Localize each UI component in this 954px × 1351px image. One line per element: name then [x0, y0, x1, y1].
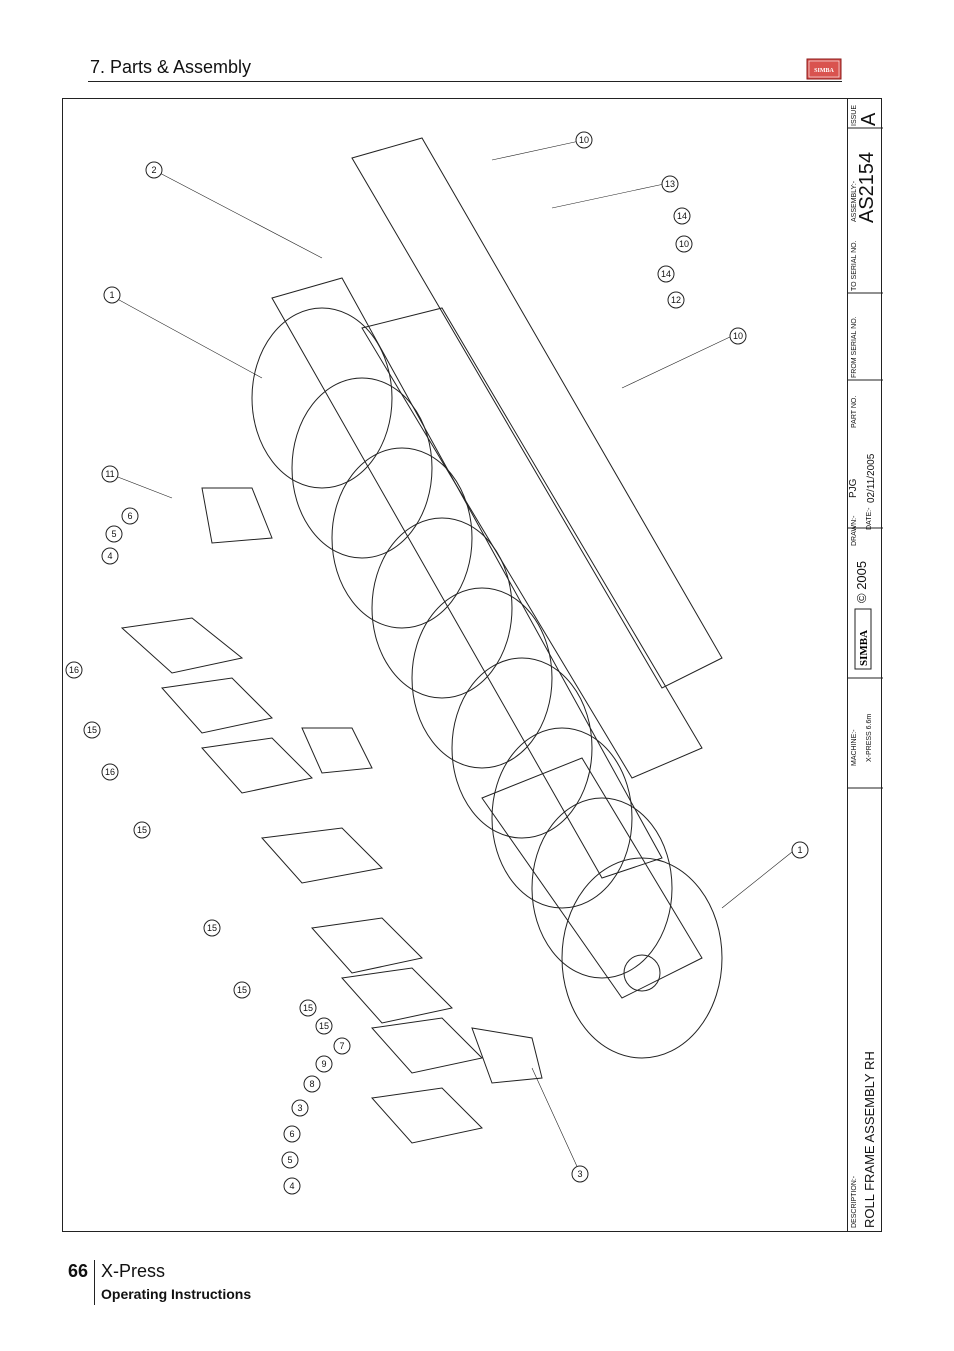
callout-7: 12 [667, 291, 685, 309]
svg-text:1: 1 [797, 845, 802, 855]
scraper-brackets [120, 487, 543, 1144]
callout-29: 4 [283, 1177, 301, 1195]
callout-3: 13 [661, 175, 679, 193]
svg-text:3: 3 [297, 1103, 302, 1113]
svg-text:9: 9 [321, 1059, 326, 1069]
exploded-assembly-drawing: 10 2 13 14 10 14 12 1 10 11 6 5 4 16 15 … [65, 131, 809, 1195]
svg-text:SIMBA: SIMBA [858, 630, 870, 666]
callout-13: 4 [101, 547, 119, 565]
logo-text: SIMBA [814, 68, 834, 74]
drawn-label: DRAWN:- [851, 515, 858, 546]
svg-text:10: 10 [579, 135, 589, 145]
document-subtitle: Operating Instructions [101, 1286, 252, 1302]
svg-text:8: 8 [309, 1079, 314, 1089]
callout-6: 14 [657, 265, 675, 283]
callout-24: 9 [315, 1055, 333, 1073]
svg-text:15: 15 [319, 1021, 329, 1031]
issue-value: A [858, 112, 880, 126]
title-block-logo: SIMBA [854, 608, 872, 670]
svg-text:1: 1 [109, 290, 114, 300]
svg-text:3: 3 [577, 1169, 582, 1179]
callout-1: 10 [575, 131, 593, 149]
svg-text:10: 10 [733, 331, 743, 341]
from-serial-label: FROM SERIAL NO. [851, 316, 858, 378]
svg-text:2: 2 [151, 165, 156, 175]
svg-text:5: 5 [111, 529, 116, 539]
footer-divider [94, 1260, 95, 1305]
callout-23: 7 [333, 1037, 351, 1055]
callout-28: 5 [281, 1151, 299, 1169]
callout-10: 11 [101, 465, 119, 483]
svg-text:4: 4 [289, 1181, 294, 1191]
callout-27: 6 [283, 1125, 301, 1143]
callout-4: 14 [673, 207, 691, 225]
callout-15: 15 [83, 721, 101, 739]
part-no-label: PART NO. [851, 395, 858, 428]
leader-lines [109, 139, 798, 1174]
drawn-value: PJG [848, 478, 859, 498]
callout-11: 6 [121, 507, 139, 525]
description-value: ROLL FRAME ASSEMBLY RH [862, 1051, 877, 1228]
svg-text:12: 12 [671, 295, 681, 305]
date-label: DATE:- [866, 507, 873, 530]
svg-text:15: 15 [207, 923, 217, 933]
svg-text:16: 16 [69, 665, 79, 675]
svg-text:13: 13 [665, 179, 675, 189]
frame-end-plate [481, 757, 703, 999]
frame-rail-inner [361, 307, 703, 779]
callout-bubbles: 10 2 13 14 10 14 12 1 10 11 6 5 4 16 15 … [65, 131, 809, 1195]
svg-text:15: 15 [303, 1003, 313, 1013]
issue-label: ISSUE [851, 104, 858, 126]
callout-30: 3 [571, 1165, 589, 1183]
simba-logo: SIMBA [806, 58, 842, 80]
header-rule [88, 81, 842, 82]
section-title: 7. Parts & Assembly [90, 57, 252, 77]
callout-17: 15 [133, 821, 151, 839]
svg-text:15: 15 [87, 725, 97, 735]
callout-25: 8 [303, 1075, 321, 1093]
to-serial-label: TO SERIAL NO. [851, 240, 858, 291]
assembly-value: AS2154 [856, 151, 878, 223]
callout-12: 5 [105, 525, 123, 543]
callout-9: 10 [729, 327, 747, 345]
callout-22: 15 [315, 1017, 333, 1035]
page-number: 66 [68, 1261, 89, 1281]
title-block-grid [848, 127, 883, 789]
copyright: © 2005 [854, 560, 869, 603]
svg-text:15: 15 [237, 985, 247, 995]
machine-label: MACHINE:- [851, 729, 858, 766]
callout-20: 15 [233, 981, 251, 999]
svg-text:15: 15 [137, 825, 147, 835]
date-value: 02/11/2005 [866, 453, 877, 503]
svg-text:5: 5 [287, 1155, 292, 1165]
description-label: DESCRIPTION:- [851, 1175, 858, 1228]
svg-text:11: 11 [105, 469, 114, 479]
frame-rail-top [351, 137, 723, 689]
svg-text:6: 6 [289, 1129, 294, 1139]
callout-21: 15 [299, 999, 317, 1017]
svg-text:4: 4 [107, 551, 112, 561]
callout-19: 1 [791, 841, 809, 859]
svg-text:10: 10 [679, 239, 689, 249]
drawing-frame [62, 98, 882, 1232]
callout-16: 16 [101, 763, 119, 781]
svg-text:16: 16 [105, 767, 115, 777]
callout-26: 3 [291, 1099, 309, 1117]
product-name: X-Press [101, 1261, 166, 1281]
callout-18: 15 [203, 919, 221, 937]
svg-text:6: 6 [127, 511, 132, 521]
callout-5: 10 [675, 235, 693, 253]
machine-value: X-PRESS 6.6m [866, 713, 873, 762]
svg-text:7: 7 [339, 1041, 344, 1051]
roller-discs [251, 307, 723, 1059]
frame-rail-mid [271, 277, 663, 879]
svg-text:14: 14 [661, 269, 671, 279]
callout-8: 1 [103, 286, 121, 304]
callout-2: 2 [145, 161, 163, 179]
callout-14: 16 [65, 661, 83, 679]
title-block: ISSUE A ASSEMBLY:- AS2154 TO SERIAL NO. … [847, 98, 883, 1232]
svg-text:14: 14 [677, 211, 687, 221]
